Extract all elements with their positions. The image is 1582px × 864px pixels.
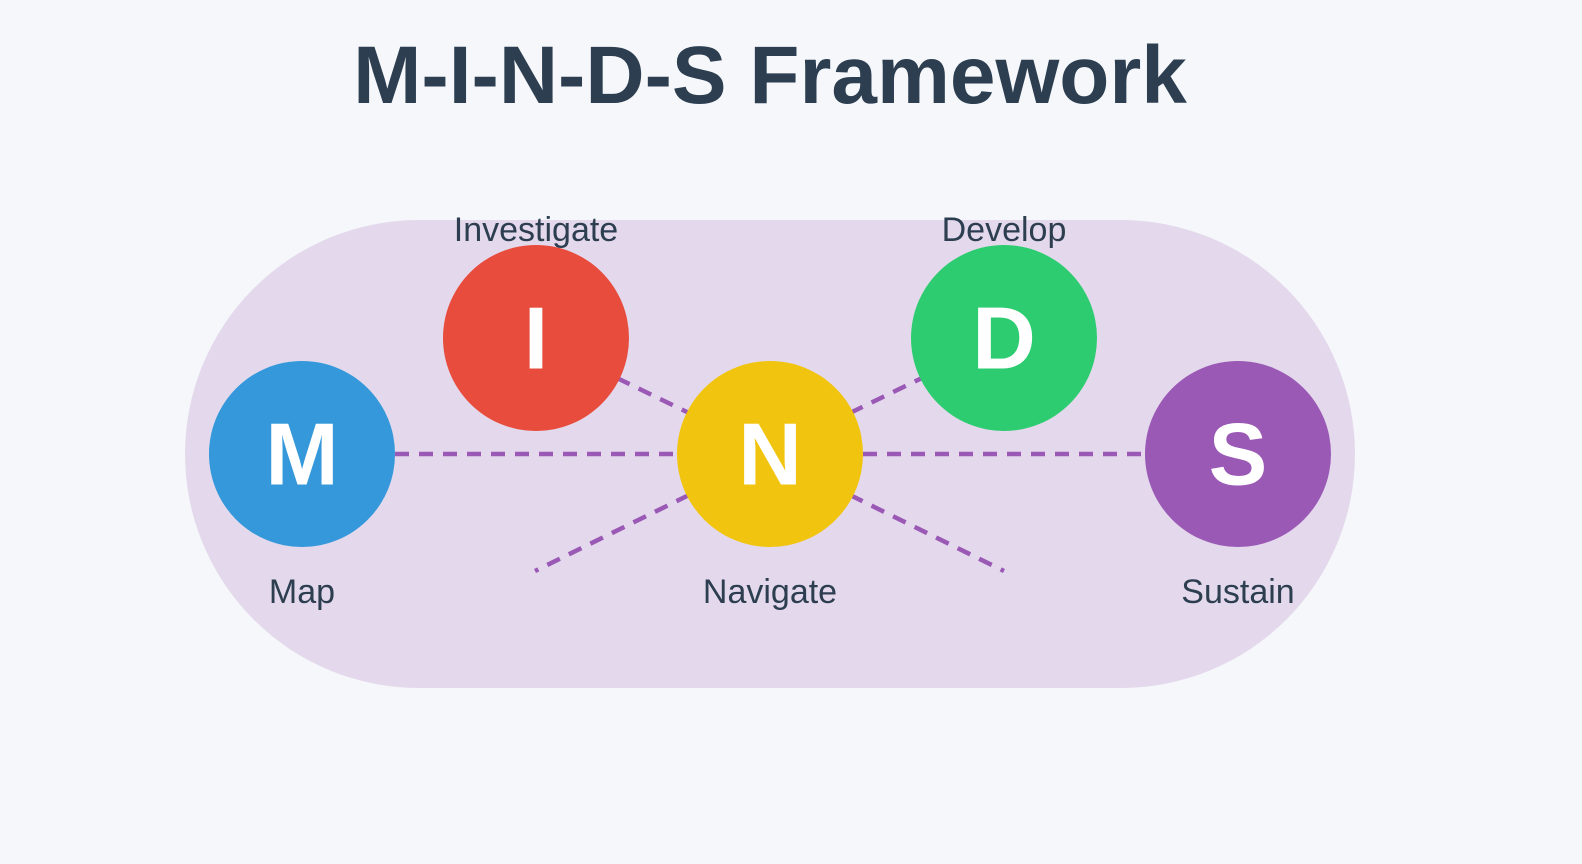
connector-n-lower-right xyxy=(849,492,1005,574)
node-s-label: Sustain xyxy=(1181,573,1294,611)
page-title: M-I-N-D-S Framework xyxy=(353,30,1187,121)
node-d-circle xyxy=(911,245,1097,431)
node-i-circle xyxy=(443,245,629,431)
node-s-circle xyxy=(1145,361,1331,547)
node-n-circle xyxy=(677,361,863,547)
node-m-label: Map xyxy=(269,573,335,611)
node-sustain: S Sustain xyxy=(1145,361,1331,611)
node-navigate: N Navigate xyxy=(677,361,863,611)
node-n-letter: N xyxy=(738,405,802,504)
node-map: M Map xyxy=(209,361,395,611)
connector-n-d xyxy=(849,375,923,416)
node-investigate: I Investigate xyxy=(443,211,629,431)
node-m-circle xyxy=(209,361,395,547)
node-d-letter: D xyxy=(972,289,1036,388)
connectors xyxy=(395,375,1143,574)
node-d-label: Develop xyxy=(942,211,1067,249)
node-s-letter: S xyxy=(1209,405,1268,504)
node-i-letter: I xyxy=(524,289,548,388)
connector-i-n xyxy=(616,375,690,416)
node-i-label: Investigate xyxy=(454,211,618,249)
node-n-label: Navigate xyxy=(703,573,837,611)
connector-n-lower-left xyxy=(534,492,690,574)
node-m-letter: M xyxy=(265,405,338,504)
node-develop: D Develop xyxy=(911,211,1097,431)
